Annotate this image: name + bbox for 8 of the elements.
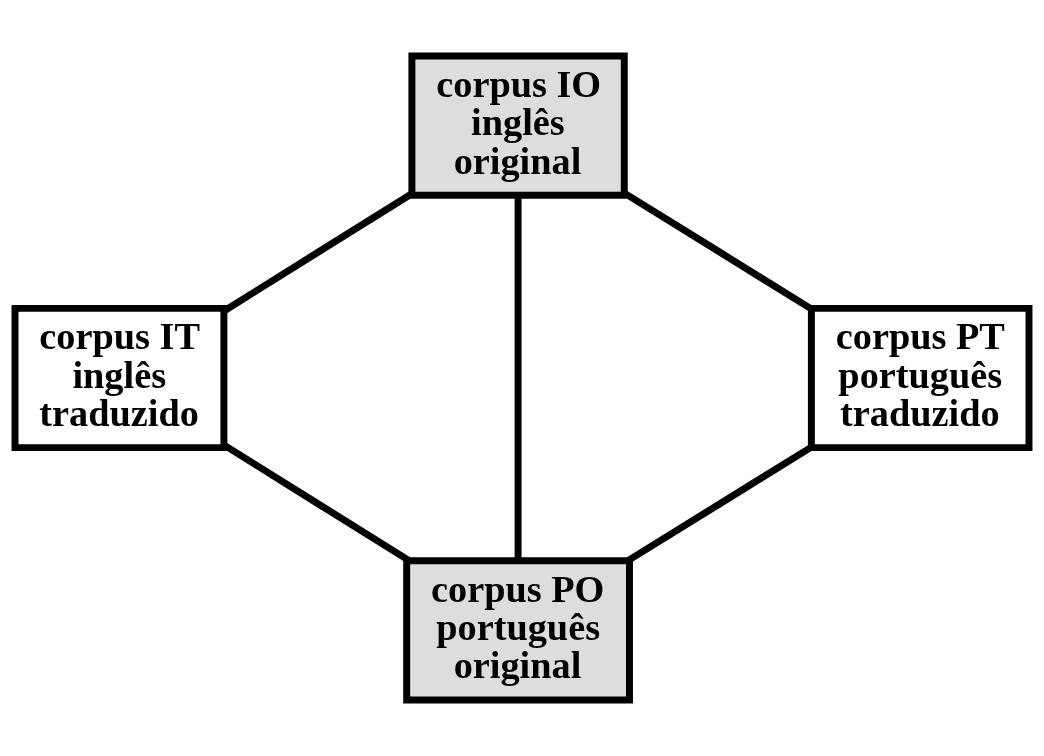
connector: [514, 195, 522, 561]
node-box: corpus IO inglês original: [408, 52, 628, 199]
connector: [626, 444, 814, 564]
node-box: corpus PT português traduzido: [807, 304, 1033, 452]
node-box: corpus IT inglês traduzido: [11, 304, 228, 452]
node-box: corpus PO português original: [403, 557, 633, 704]
connector: [222, 442, 412, 564]
connector: [222, 190, 414, 314]
